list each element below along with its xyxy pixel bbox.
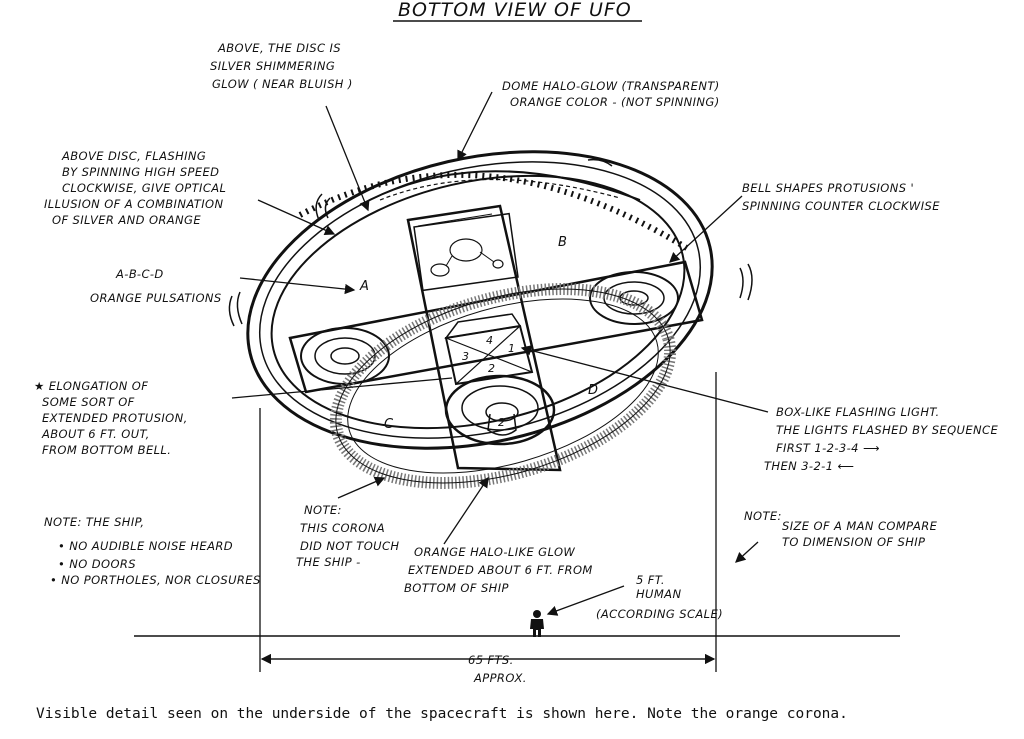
bell-protrusions xyxy=(300,271,679,446)
quadrant-c-label: C xyxy=(384,417,394,432)
leader-lines xyxy=(231,91,769,616)
svg-text:A-B-C-D: A-B-C-D xyxy=(115,267,164,281)
light-number-2: 2 xyxy=(488,362,495,375)
dimension-label: 65 FTS. APPROX. xyxy=(468,653,527,685)
svg-text:HUMAN: HUMAN xyxy=(636,587,681,601)
quadrant-b-label: B xyxy=(558,235,567,250)
svg-text:• NO PORTHOLES, NOR CLOSURES: • NO PORTHOLES, NOR CLOSURES xyxy=(50,573,261,587)
svg-text:FIRST 1-2-3-4 ⟶: FIRST 1-2-3-4 ⟶ xyxy=(776,441,880,455)
svg-text:TO DIMENSION OF SHIP: TO DIMENSION OF SHIP xyxy=(782,535,925,549)
svg-text:EXTENDED ABOUT 6 FT. FROM: EXTENDED ABOUT 6 FT. FROM xyxy=(408,563,593,577)
svg-text:DID NOT TOUCH: DID NOT TOUCH xyxy=(300,539,399,553)
ground-and-dimension xyxy=(134,372,900,672)
svg-text:THEN 3-2-1 ⟵: THEN 3-2-1 ⟵ xyxy=(764,459,854,473)
note-flashing: ABOVE DISC, FLASHING BY SPINNING HIGH SP… xyxy=(44,149,226,227)
svg-text:ABOUT 6 FT. OUT,: ABOUT 6 FT. OUT, xyxy=(41,427,150,441)
light-number-1: 1 xyxy=(508,342,515,355)
svg-text:FROM BOTTOM BELL.: FROM BOTTOM BELL. xyxy=(42,443,171,457)
box-light xyxy=(444,313,534,386)
svg-text:ORANGE HALO-LIKE GLOW: ORANGE HALO-LIKE GLOW xyxy=(414,545,575,559)
svg-text:CLOCKWISE, GIVE OPTICAL: CLOCKWISE, GIVE OPTICAL xyxy=(62,181,226,195)
figure-caption: Visible detail seen on the underside of … xyxy=(36,706,848,722)
svg-text:65 FTS.: 65 FTS. xyxy=(468,653,514,667)
note-abcd: A-B-C-D ORANGE PULSATIONS xyxy=(90,267,222,305)
svg-text:(ACCORDING SCALE): (ACCORDING SCALE) xyxy=(596,607,723,621)
svg-text:THE LIGHTS FLASHED BY SEQUENCE: THE LIGHTS FLASHED BY SEQUENCE xyxy=(776,423,998,437)
svg-text:GLOW ( NEAR BLUISH ): GLOW ( NEAR BLUISH ) xyxy=(212,77,353,91)
svg-text:OF SILVER AND ORANGE: OF SILVER AND ORANGE xyxy=(52,213,201,227)
note-dome: DOME HALO-GLOW (TRANSPARENT) ORANGE COLO… xyxy=(502,79,720,109)
human-figure xyxy=(530,610,544,637)
light-number-3: 3 xyxy=(462,350,469,363)
svg-text:ILLUSION OF A COMBINATION: ILLUSION OF A COMBINATION xyxy=(44,197,223,211)
svg-text:DOME HALO-GLOW (TRANSPARENT): DOME HALO-GLOW (TRANSPARENT) xyxy=(502,79,720,93)
svg-text:BELL SHAPES PROTUSIONS ': BELL SHAPES PROTUSIONS ' xyxy=(742,181,914,195)
note-disc-above: ABOVE, THE DISC IS SILVER SHIMMERING GLO… xyxy=(210,41,353,91)
note-human: 5 FT. HUMAN (ACCORDING SCALE) xyxy=(596,573,723,621)
svg-text:THE SHIP -: THE SHIP - xyxy=(296,555,361,569)
svg-text:SIZE OF A MAN COMPARE: SIZE OF A MAN COMPARE xyxy=(782,519,938,533)
svg-text:★ ELONGATION OF: ★ ELONGATION OF xyxy=(34,379,148,393)
orange-corona xyxy=(329,283,677,489)
svg-text:NOTE: THE SHIP,: NOTE: THE SHIP, xyxy=(44,515,144,529)
svg-text:• NO AUDIBLE NOISE HEARD: • NO AUDIBLE NOISE HEARD xyxy=(58,539,233,553)
bell-number: 2 xyxy=(498,416,505,429)
svg-text:THIS CORONA: THIS CORONA xyxy=(300,521,385,535)
diagram-title: BOTTOM VIEW OF UFO xyxy=(398,0,632,21)
svg-text:BOX-LIKE FLASHING LIGHT.: BOX-LIKE FLASHING LIGHT. xyxy=(776,405,940,419)
svg-text:ORANGE PULSATIONS: ORANGE PULSATIONS xyxy=(90,291,222,305)
note-halo: ORANGE HALO-LIKE GLOW EXTENDED ABOUT 6 F… xyxy=(404,545,593,595)
svg-text:5 FT.: 5 FT. xyxy=(636,573,665,587)
svg-text:• NO DOORS: • NO DOORS xyxy=(58,557,136,571)
note-corona: NOTE: THIS CORONA DID NOT TOUCH THE SHIP… xyxy=(296,503,399,569)
svg-text:SILVER SHIMMERING: SILVER SHIMMERING xyxy=(210,59,335,73)
svg-text:SPINNING COUNTER CLOCKWISE: SPINNING COUNTER CLOCKWISE xyxy=(742,199,940,213)
svg-text:ORANGE COLOR - (NOT SPINNING): ORANGE COLOR - (NOT SPINNING) xyxy=(510,95,720,109)
svg-text:BOTTOM OF SHIP: BOTTOM OF SHIP xyxy=(404,581,509,595)
light-number-4: 4 xyxy=(486,334,493,347)
note-bell: BELL SHAPES PROTUSIONS ' SPINNING COUNTE… xyxy=(742,181,940,213)
svg-text:EXTENDED PROTUSION,: EXTENDED PROTUSION, xyxy=(42,411,188,425)
ufo-disc xyxy=(228,150,753,450)
quadrant-a-label: A xyxy=(359,279,369,294)
note-box-light: BOX-LIKE FLASHING LIGHT. THE LIGHTS FLAS… xyxy=(764,405,998,473)
note-ship: NOTE: THE SHIP, • NO AUDIBLE NOISE HEARD… xyxy=(44,515,261,587)
svg-text:ABOVE, THE DISC IS: ABOVE, THE DISC IS xyxy=(217,41,341,55)
note-size: NOTE: SIZE OF A MAN COMPARE TO DIMENSION… xyxy=(744,509,938,549)
svg-text:SOME SORT OF: SOME SORT OF xyxy=(42,395,135,409)
svg-text:APPROX.: APPROX. xyxy=(473,671,527,685)
quadrant-d-label: D xyxy=(588,383,598,398)
note-elongation: ★ ELONGATION OF SOME SORT OF EXTENDED PR… xyxy=(34,379,188,457)
svg-text:ABOVE DISC, FLASHING: ABOVE DISC, FLASHING xyxy=(61,149,206,163)
svg-text:NOTE:: NOTE: xyxy=(744,509,782,523)
svg-text:BY SPINNING HIGH SPEED: BY SPINNING HIGH SPEED xyxy=(62,165,219,179)
svg-text:NOTE:: NOTE: xyxy=(304,503,342,517)
